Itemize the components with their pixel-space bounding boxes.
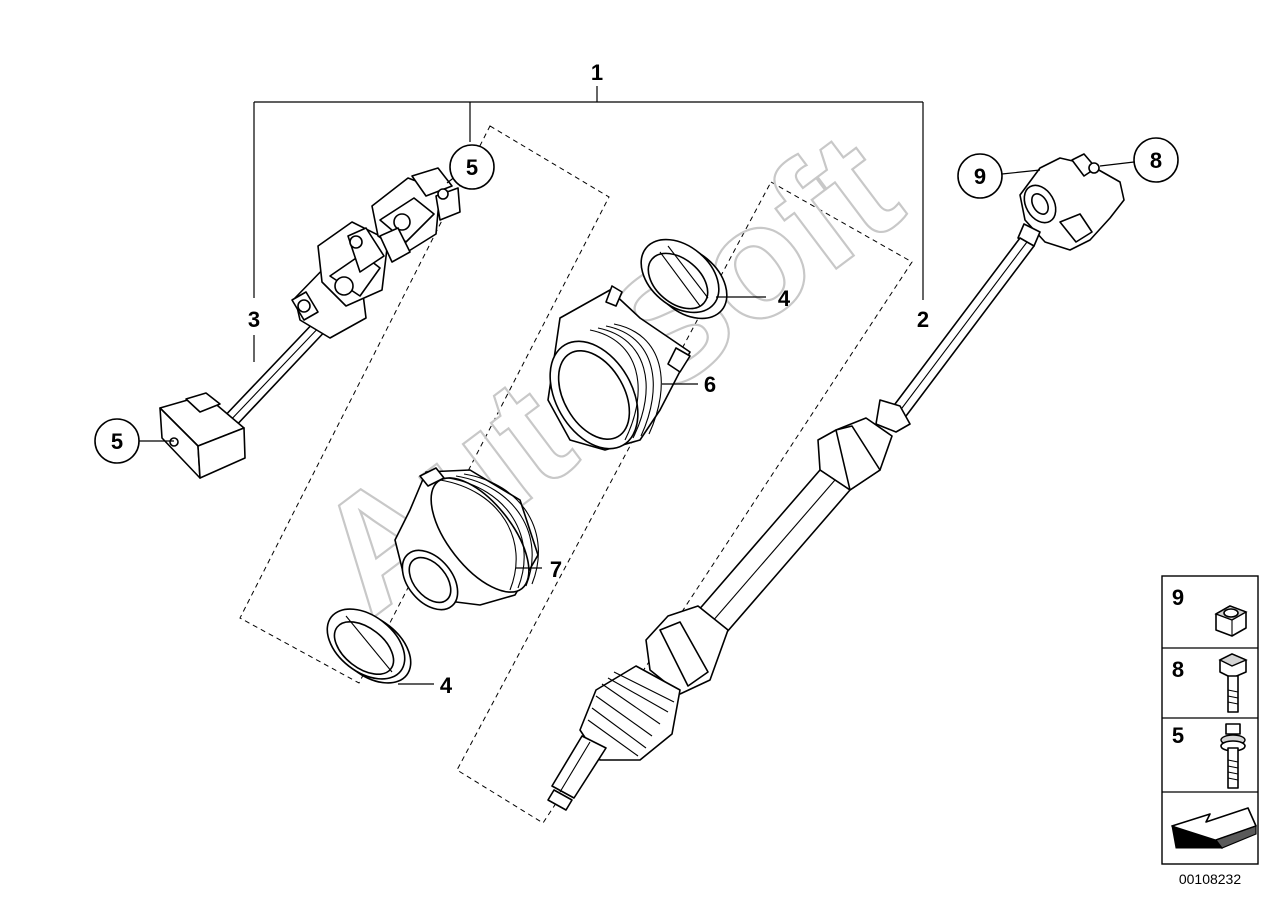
svg-text:4: 4 [778, 286, 791, 311]
svg-text:3: 3 [248, 307, 260, 332]
dashed-group-left [239, 125, 610, 684]
svg-text:5: 5 [1172, 723, 1184, 748]
dashed-group-right [456, 181, 913, 824]
callout-4-bottom: 4 [398, 673, 453, 698]
svg-text:8: 8 [1172, 657, 1184, 682]
upper-steering-shaft [159, 167, 461, 479]
rubber-boot-lower [394, 467, 539, 611]
hex-nut-icon [1214, 605, 1248, 637]
callout-5-top: 5 [446, 144, 495, 190]
reference-number: 00108232 [1179, 871, 1242, 887]
callout-9: 9 [957, 153, 1041, 199]
svg-text:5: 5 [466, 155, 478, 180]
svg-text:1: 1 [591, 60, 603, 85]
callout-6: 6 [662, 372, 716, 397]
svg-text:7: 7 [550, 557, 562, 582]
fastener-legend: 9 8 5 [1161, 575, 1259, 865]
svg-text:9: 9 [1172, 585, 1184, 610]
legend-item-9: 9 [1172, 585, 1248, 637]
seal-ring-top [640, 238, 728, 320]
rubber-boot-upper [547, 285, 691, 451]
svg-text:6: 6 [704, 372, 716, 397]
svg-text:8: 8 [1150, 148, 1162, 173]
svg-text:2: 2 [917, 307, 929, 332]
direction-arrow-icon [1171, 807, 1257, 849]
callout-3: 3 [248, 307, 260, 332]
svg-text:9: 9 [974, 164, 986, 189]
hex-bolt-icon [1218, 653, 1248, 713]
svg-text:5: 5 [111, 429, 123, 454]
callout-8: 8 [1099, 137, 1179, 183]
torx-bolt-icon [1220, 723, 1246, 789]
callout-4-top: 4 [716, 286, 791, 311]
lower-steering-shaft [547, 153, 1125, 811]
callout-1: 1 [591, 60, 603, 85]
assembly-bracket [253, 86, 924, 362]
legend-item-5: 5 [1172, 723, 1246, 789]
svg-text:4: 4 [440, 673, 453, 698]
callout-7: 7 [516, 557, 562, 582]
legend-item-8: 8 [1172, 653, 1248, 713]
callout-5-left: 5 [94, 418, 174, 464]
callout-2: 2 [917, 307, 929, 332]
seal-ring-bottom [326, 608, 412, 684]
